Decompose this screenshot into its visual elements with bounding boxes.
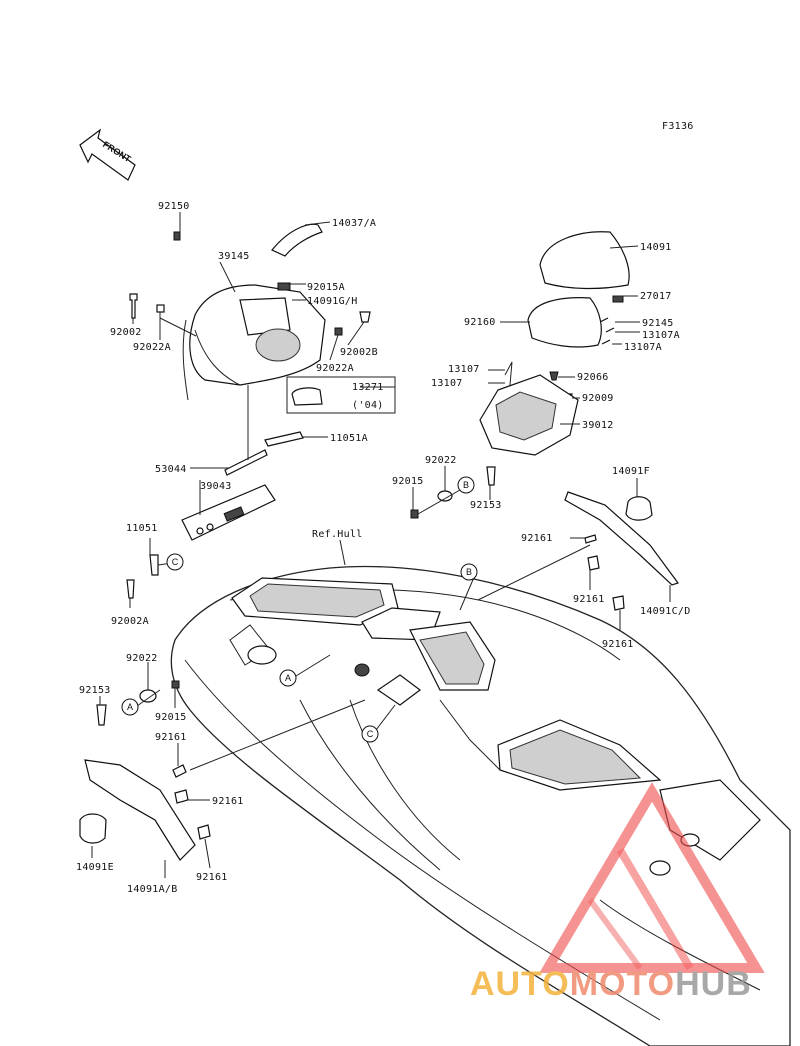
watermark-auto: AUTO — [470, 965, 570, 1003]
label-92022-a: 92022 — [425, 455, 457, 466]
label-92153-b: 92153 — [79, 685, 111, 696]
svg-text:C: C — [172, 557, 179, 567]
svg-text:A: A — [127, 702, 133, 712]
label-92150: 92150 — [158, 201, 190, 212]
cap-14091F — [625, 496, 653, 521]
label-14091: 14091 — [640, 242, 672, 253]
label-92160: 92160 — [464, 317, 496, 328]
label-13107-b: 13107 — [431, 378, 463, 389]
label-13271-year: ('04) — [352, 400, 384, 411]
svg-text:B: B — [463, 480, 469, 490]
label-13107A-b: 13107A — [624, 342, 662, 353]
callout-A-2: A — [121, 698, 139, 716]
label-92145: 92145 — [642, 318, 674, 329]
label-11051: 11051 — [126, 523, 158, 534]
label-27017: 27017 — [640, 291, 672, 302]
label-92161-d: 92161 — [155, 732, 187, 743]
label-92015A: 92015A — [307, 282, 345, 293]
label-14091E: 14091E — [76, 862, 114, 873]
label-13271: 13271 — [352, 382, 384, 393]
label-92022A-b: 92022A — [316, 363, 354, 374]
figure-code: F3136 — [662, 121, 694, 132]
watermark-text: AUTOMOTOHUB — [470, 965, 752, 1003]
watermark-hub: HUB — [675, 965, 752, 1003]
storage-lid-14091 — [539, 231, 630, 290]
label-92066: 92066 — [577, 372, 609, 383]
label-14037A: 14037/A — [332, 218, 376, 229]
label-13107-a: 13107 — [448, 364, 480, 375]
side-trim-14091CD — [564, 491, 679, 586]
label-53044: 53044 — [155, 464, 187, 475]
label-92002A: 92002A — [111, 616, 149, 627]
callout-A-1: A — [279, 669, 297, 687]
label-14091CD: 14091C/D — [640, 606, 691, 617]
label-92161-c: 92161 — [602, 639, 634, 650]
label-92161-e: 92161 — [212, 796, 244, 807]
label-39145: 39145 — [218, 251, 250, 262]
label-92009: 92009 — [582, 393, 614, 404]
label-92161-a: 92161 — [521, 533, 553, 544]
svg-text:C: C — [367, 729, 374, 739]
callout-B-1: B — [457, 476, 475, 494]
visor-part — [271, 223, 323, 257]
watermark-triangle-icon — [539, 782, 765, 973]
hull-illustration — [170, 565, 791, 1046]
callout-C-2: C — [361, 725, 379, 743]
rod-53044 — [224, 449, 268, 476]
watermark-moto: MOTO — [570, 965, 675, 1003]
svg-text:A: A — [285, 673, 291, 683]
gasket-92160 — [527, 297, 602, 348]
side-trim-14091AB — [84, 759, 196, 861]
label-14091GH: 14091G/H — [307, 296, 358, 307]
front-arrow-icon: FRONT — [79, 128, 136, 181]
label-14091AB: 14091A/B — [127, 884, 178, 895]
label-92002: 92002 — [110, 327, 142, 338]
callout-C-1: C — [166, 553, 184, 571]
rod-11051A — [264, 431, 304, 447]
label-11051A: 11051A — [330, 433, 368, 444]
label-14091F: 14091F — [612, 466, 650, 477]
instrument-cover-part — [182, 282, 326, 401]
callout-B-2: B — [460, 563, 478, 581]
label-ref-hull: Ref.Hull — [312, 529, 363, 540]
storage-bucket-39012 — [479, 361, 579, 456]
label-92015-b: 92015 — [155, 712, 187, 723]
svg-text:B: B — [466, 567, 472, 577]
label-92153-a: 92153 — [470, 500, 502, 511]
leader-lines — [91, 212, 671, 878]
label-13107A-a: 13107A — [642, 330, 680, 341]
part-labels: 14037/A 92150 39145 92015A 14091G/H 9200… — [76, 201, 691, 895]
bracket-13271 — [286, 376, 396, 414]
panel-39043 — [181, 484, 276, 541]
label-92161-f: 92161 — [196, 872, 228, 883]
label-92002B: 92002B — [340, 347, 378, 358]
label-39043: 39043 — [200, 481, 232, 492]
fasteners — [96, 231, 625, 840]
watermark-logo: AUTOMOTOHUB — [470, 782, 765, 1003]
label-92022A-a: 92022A — [133, 342, 171, 353]
label-92161-b: 92161 — [573, 594, 605, 605]
label-92015-a: 92015 — [392, 476, 424, 487]
cap-14091E — [79, 813, 107, 844]
label-39012: 39012 — [582, 420, 614, 431]
label-92022-b: 92022 — [126, 653, 158, 664]
